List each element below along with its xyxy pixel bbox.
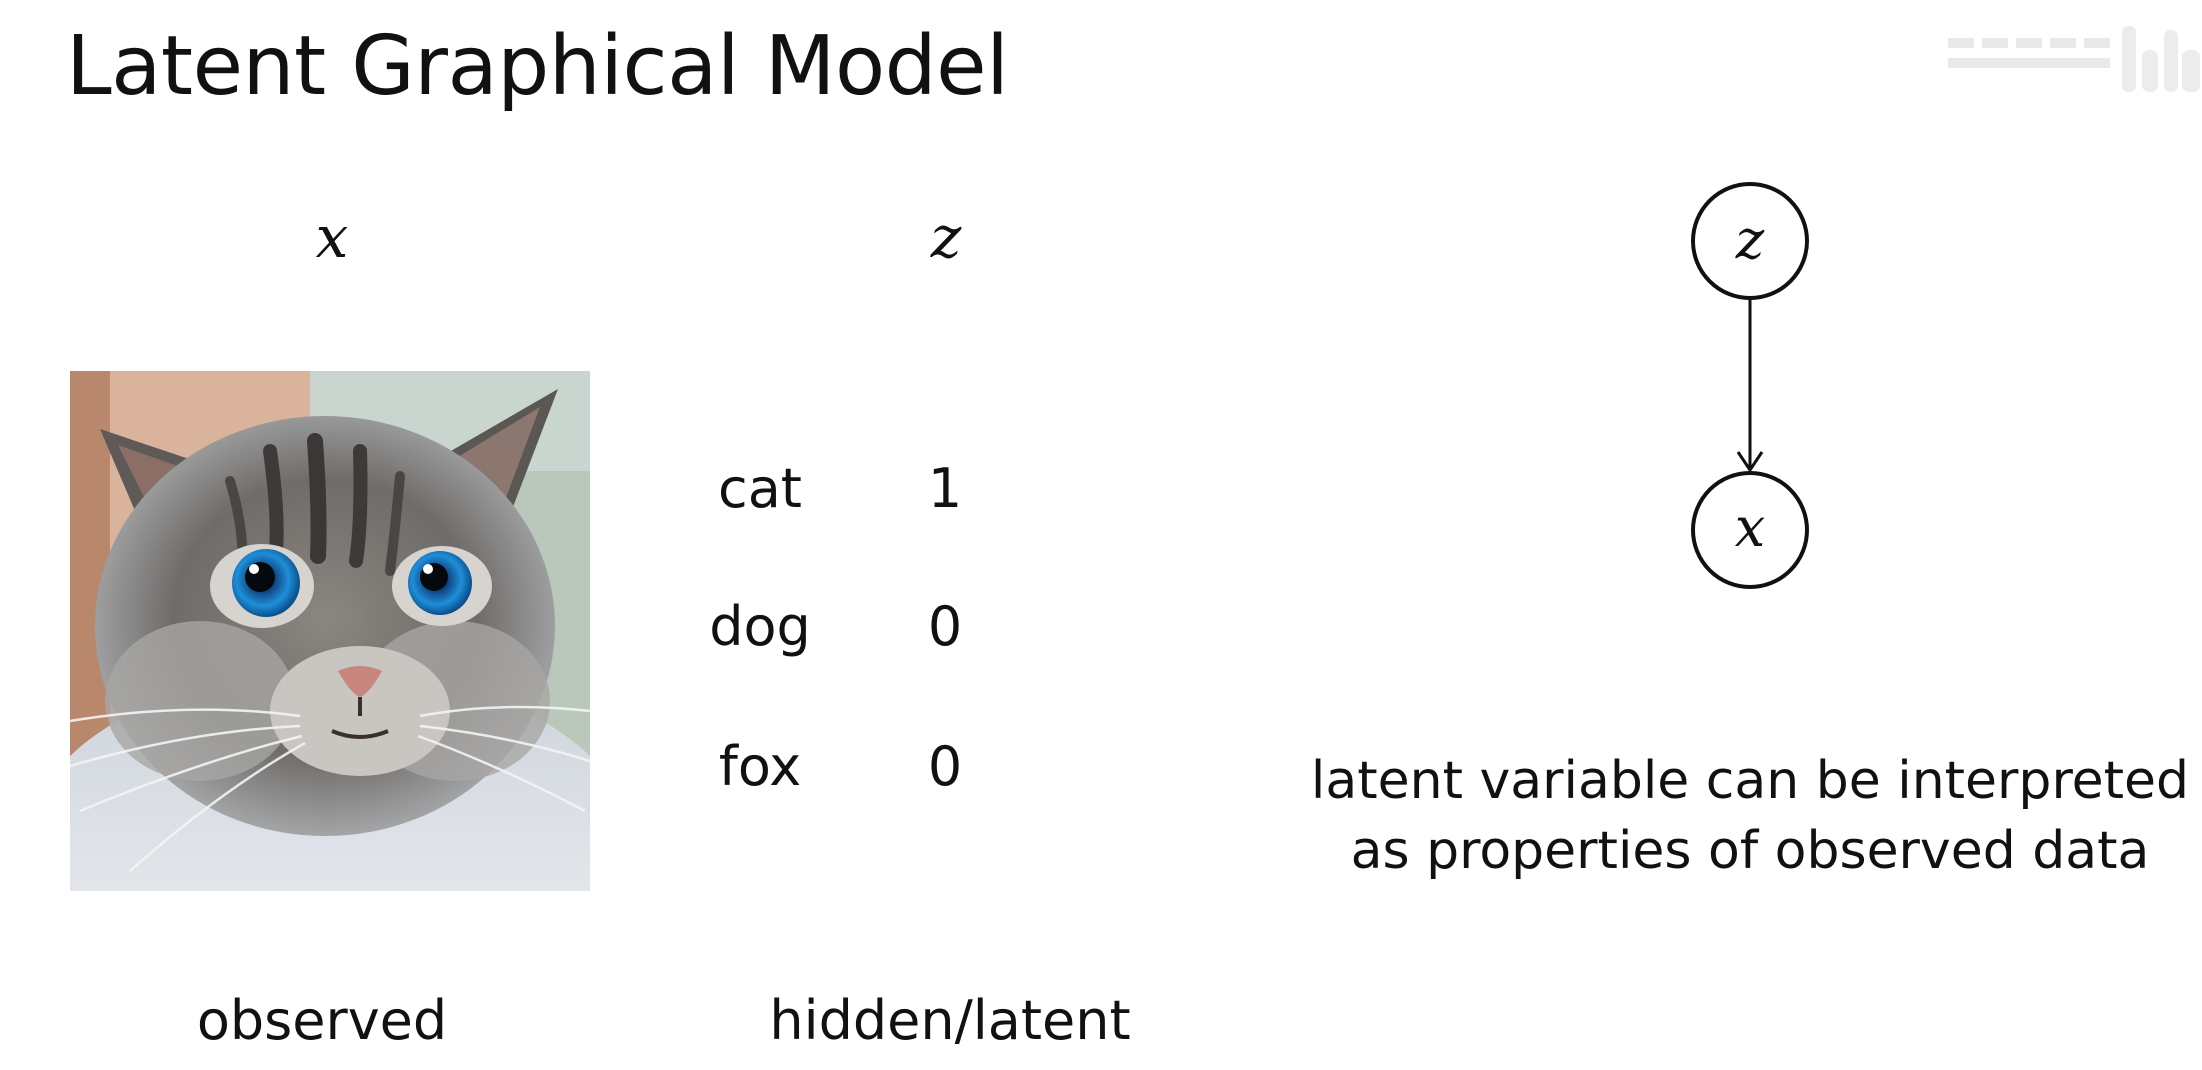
class-name: cat bbox=[718, 457, 802, 520]
note-line-2: as properties of observed data bbox=[1350, 821, 2150, 882]
latent-node-label: z bbox=[1735, 208, 1765, 271]
cat-face-image bbox=[70, 371, 590, 891]
bilibili-logo-icon bbox=[1948, 26, 2200, 92]
arrowhead-icon bbox=[1736, 451, 1764, 473]
class-value: 1 bbox=[927, 457, 963, 520]
class-value: 0 bbox=[927, 595, 963, 658]
observed-node bbox=[1691, 471, 1809, 589]
interpretation-note: latent variable can be interpreted as pr… bbox=[1290, 746, 2202, 886]
class-name: fox bbox=[718, 735, 802, 798]
graphical-model-diagram: z x bbox=[1691, 182, 1809, 589]
observed-caption: observed bbox=[196, 989, 448, 1052]
watermark bbox=[1942, 20, 2202, 100]
latent-variable-label: z bbox=[930, 203, 962, 271]
slide-title: Latent Graphical Model bbox=[66, 19, 1009, 114]
class-value: 0 bbox=[927, 735, 963, 798]
latent-caption: hidden/latent bbox=[769, 989, 1131, 1052]
class-name: dog bbox=[709, 595, 811, 658]
note-line-1: latent variable can be interpreted bbox=[1310, 751, 2190, 811]
observed-variable-label: x bbox=[315, 203, 349, 271]
observed-node-label: x bbox=[1735, 496, 1765, 559]
